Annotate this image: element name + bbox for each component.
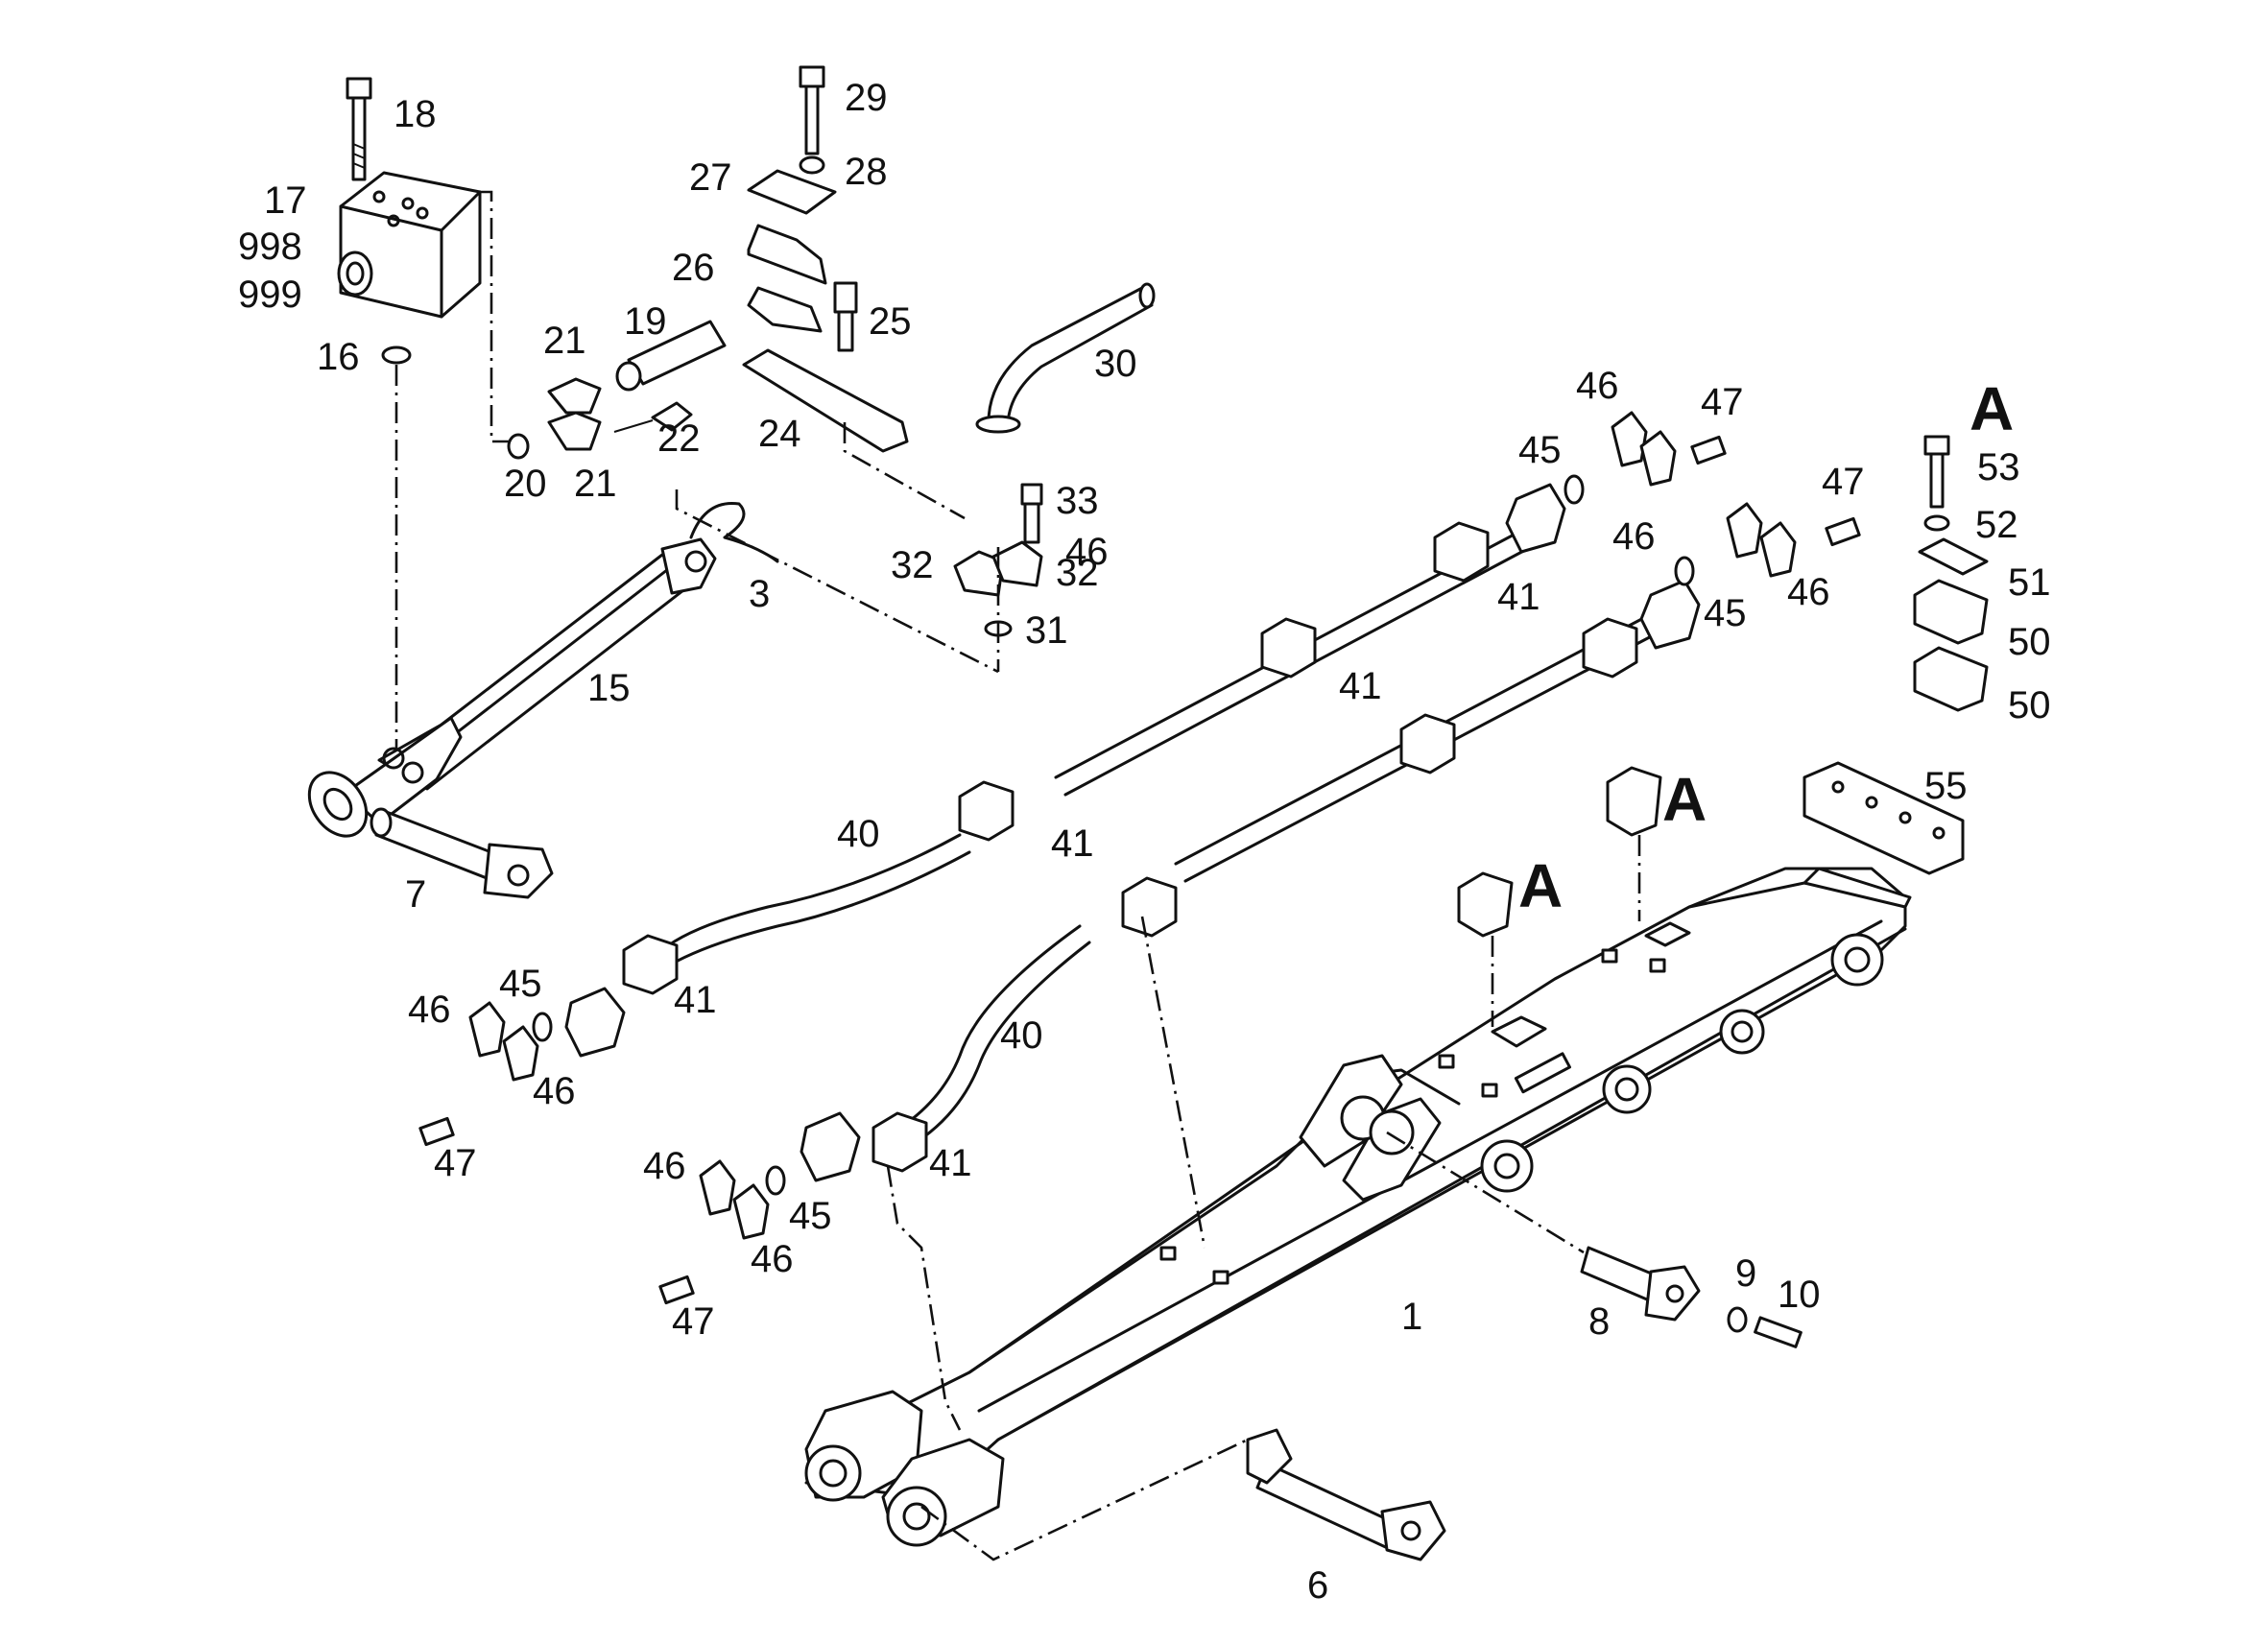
callout-28: 28	[845, 151, 888, 193]
callout-32: 32	[891, 544, 934, 586]
callout-17: 17	[264, 179, 307, 222]
tube-40-upper	[660, 833, 971, 971]
callout-25: 25	[869, 300, 912, 343]
flange-left	[418, 987, 626, 1147]
cylinder-assembly	[307, 501, 779, 838]
boom-assembly	[804, 867, 1912, 1547]
callout-22: 22	[657, 417, 701, 460]
callout-46: 46	[1065, 531, 1109, 573]
callout-41: 41	[1339, 665, 1382, 707]
callout-41: 41	[1051, 822, 1094, 865]
callout-45: 45	[1518, 429, 1562, 471]
callout-29: 29	[845, 77, 888, 119]
detail-marker-a: A	[1662, 765, 1707, 834]
clamp-stack-24-29	[742, 65, 966, 520]
callout-47: 47	[672, 1300, 715, 1343]
pin-6	[1246, 1428, 1446, 1561]
detail-a-parts	[1913, 435, 1989, 712]
callout-52: 52	[1975, 504, 2018, 546]
callout-47: 47	[1822, 461, 1865, 503]
hose-30	[975, 282, 1156, 434]
callout-40: 40	[837, 813, 880, 855]
callout-33: 33	[1056, 480, 1099, 522]
flange-upper-right	[1505, 411, 1727, 554]
flange-mid-right	[1639, 502, 1861, 650]
callout-16: 16	[317, 336, 360, 378]
detail-marker-a: A	[1970, 374, 2014, 443]
pin-8	[1580, 1246, 1701, 1322]
callout-9: 9	[1735, 1252, 1756, 1295]
callout-46: 46	[533, 1070, 576, 1112]
washer-9	[1727, 1306, 1748, 1333]
callout-46: 46	[1576, 365, 1619, 407]
callout-41: 41	[1051, 822, 1094, 865]
callout-45: 45	[1704, 592, 1747, 634]
callout-41: 41	[674, 979, 717, 1021]
callout-7: 7	[405, 873, 426, 916]
callout-10: 10	[1778, 1274, 1821, 1316]
callout-26: 26	[672, 247, 715, 289]
flange-lower	[658, 1111, 861, 1305]
callout-32: 32	[1056, 552, 1099, 594]
callout-45: 45	[789, 1195, 832, 1237]
callout-46: 46	[408, 989, 451, 1031]
bolt-10	[1754, 1316, 1802, 1348]
callout-46: 46	[1612, 515, 1656, 558]
callout-998: 998	[238, 226, 302, 268]
callout-27: 27	[689, 156, 732, 199]
detail-markers: A A A	[1518, 374, 2014, 920]
callout-50: 50	[2008, 621, 2051, 663]
callout-20: 20	[504, 463, 547, 505]
callout-18: 18	[394, 93, 437, 135]
clamp-41-group	[622, 521, 1638, 1173]
clamp-31-33	[953, 483, 1043, 672]
clamp-bar-55	[1802, 761, 1965, 875]
detail-marker-a: A	[1518, 851, 1563, 920]
callout-19: 19	[624, 300, 667, 343]
pin-7	[370, 807, 554, 899]
callout-999: 999	[238, 274, 302, 316]
callout-41: 41	[1497, 576, 1540, 618]
tube-40-lower	[891, 924, 1091, 1144]
callout-50: 50	[2008, 684, 2051, 727]
callout-15: 15	[587, 667, 631, 709]
callout-45: 45	[499, 963, 542, 1005]
callout-8: 8	[1588, 1300, 1610, 1343]
callout-46: 46	[751, 1238, 794, 1280]
callout-24: 24	[758, 413, 801, 455]
clamp-a-2	[1606, 766, 1662, 921]
valve-block-17	[337, 171, 482, 319]
callout-1: 1	[1401, 1296, 1422, 1338]
callout-3: 3	[749, 573, 770, 615]
callout-21: 21	[574, 463, 617, 505]
callout-31: 31	[1025, 609, 1068, 652]
callout-51: 51	[2008, 561, 2051, 604]
washer-16	[381, 345, 412, 365]
clamp-set-21	[507, 320, 727, 460]
callout-6: 6	[1307, 1564, 1328, 1607]
callout-47: 47	[434, 1142, 477, 1184]
callout-47: 47	[1701, 381, 1744, 423]
callout-53: 53	[1977, 446, 2020, 488]
bolt-18	[346, 77, 372, 181]
callout-labels: 18 17 998 999 16 21 19 20 21 22 29 28 27…	[238, 77, 2051, 1607]
clamp-a-1	[1457, 871, 1514, 1027]
callout-40: 40	[1000, 1014, 1043, 1057]
callout-55: 55	[1924, 765, 1968, 807]
callout-21: 21	[543, 320, 586, 362]
callout-41: 41	[929, 1142, 972, 1184]
callout-46: 46	[643, 1145, 686, 1187]
callout-46: 46	[1787, 571, 1830, 613]
callout-30: 30	[1094, 343, 1137, 385]
